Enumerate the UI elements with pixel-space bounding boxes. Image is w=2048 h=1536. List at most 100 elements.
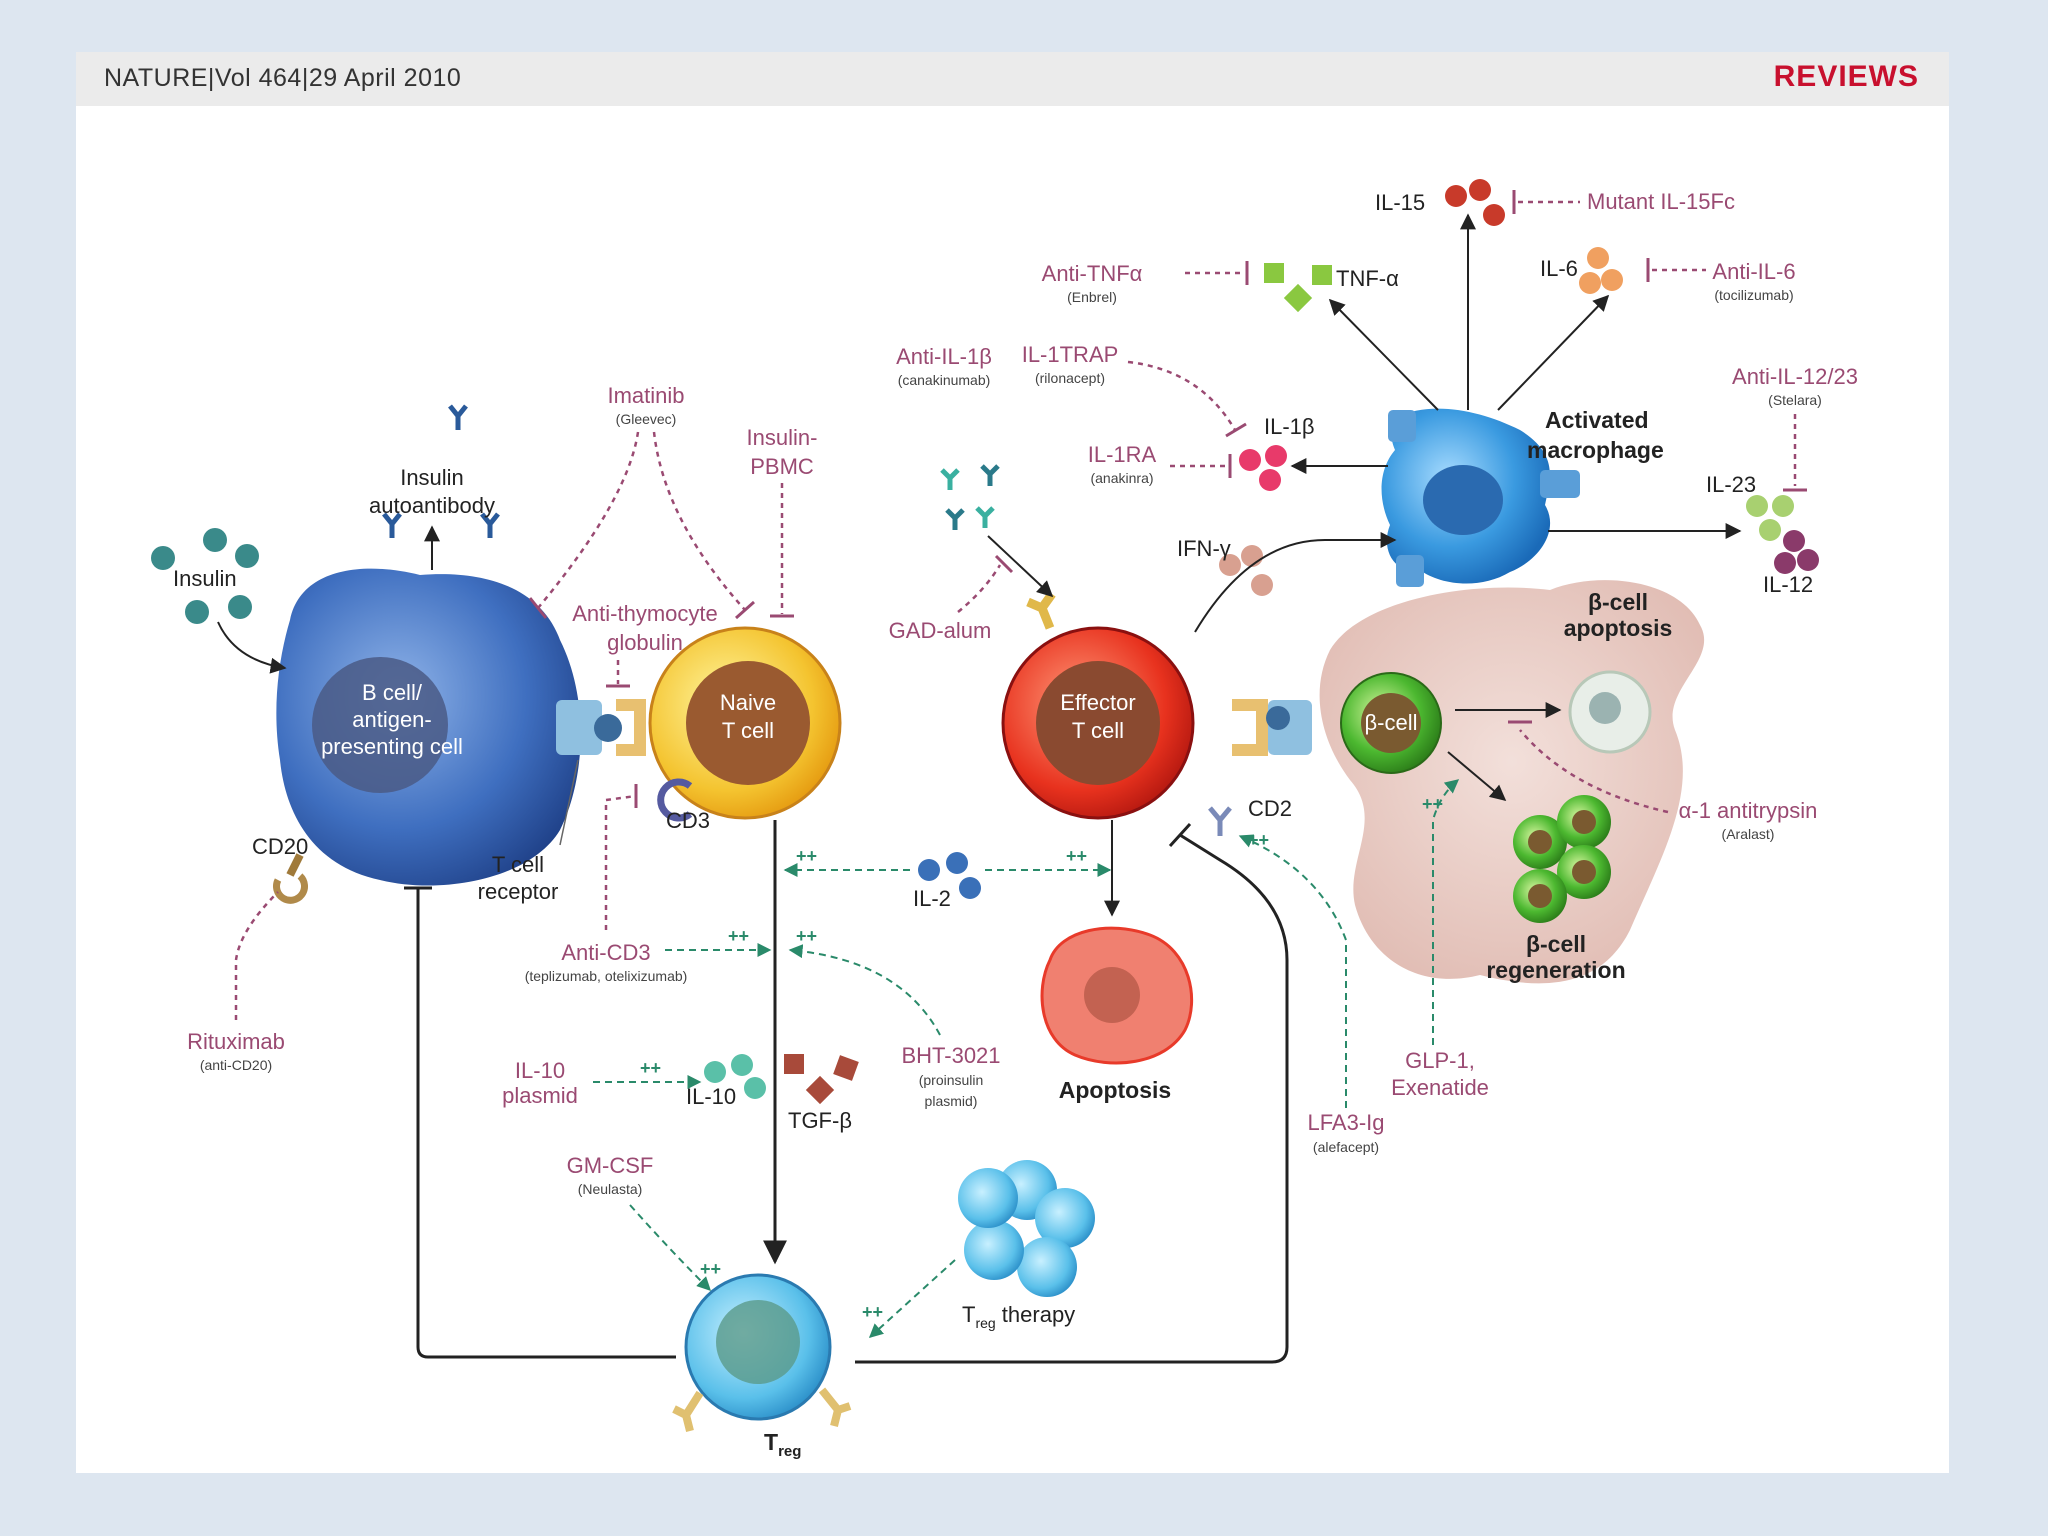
tnfa-icon: [1283, 283, 1313, 313]
naive-t-cell-label-2: T cell: [722, 718, 774, 743]
cd2-label: CD2: [1248, 796, 1292, 821]
il1ra-label: IL-1RA: [1088, 442, 1157, 467]
il6-icon: [1587, 247, 1609, 269]
apoptotic-fragment-icon: [1589, 692, 1621, 724]
gad-alum-label: GAD-alum: [889, 618, 992, 643]
insulin-arrow: [217, 621, 287, 674]
il15-icon: [1445, 185, 1467, 207]
b-cell-label-2: antigen-: [352, 707, 432, 732]
il1trap-label: IL-1TRAP: [1022, 342, 1119, 367]
treg-therapy-cell-icon: [1035, 1188, 1095, 1248]
macrophage-label-2: macrophage: [1527, 437, 1664, 463]
ifng-label: IFN-γ: [1177, 536, 1231, 561]
il6-arrow: [1497, 294, 1610, 411]
b-cell-label-1: B cell/: [362, 680, 423, 705]
bht3021-label: BHT-3021: [901, 1043, 1000, 1068]
anti-il1223-brand: (Stelara): [1768, 392, 1822, 408]
atg-label-1: Anti-thymocyte: [572, 601, 718, 626]
insulin-pbmc-label-1: Insulin-: [747, 425, 818, 450]
il6-icon: [1601, 269, 1623, 291]
insulin-autoantibodies: Insulin autoantibody: [369, 404, 500, 570]
tnfa-icon: [1264, 263, 1284, 283]
lfa3ig-plus: ++: [1248, 830, 1269, 850]
nucleus-icon: [1528, 830, 1552, 854]
beta-regeneration-label-1: β-cell: [1526, 931, 1586, 957]
il10-icon: [744, 1077, 766, 1099]
tcr-label-2: receptor: [478, 879, 559, 904]
il2-icon: [946, 852, 968, 874]
il1trap-brand: (rilonacept): [1035, 370, 1105, 386]
treg-therapy-cell-icon: [1017, 1237, 1077, 1297]
section-label: REVIEWS: [1773, 60, 1919, 93]
lfa3ig-brand: (alefacept): [1313, 1139, 1379, 1155]
treg-label-base: T: [764, 1429, 778, 1455]
beta-cell-label: β-cell: [1365, 710, 1418, 735]
treg-therapy-plus: ++: [862, 1302, 883, 1322]
il15-label: IL-15: [1375, 190, 1425, 215]
il12-icon: [1797, 549, 1819, 571]
mutant-il15fc-label: Mutant IL-15Fc: [1587, 189, 1735, 214]
atg-label-2: globulin: [607, 630, 683, 655]
macrophage-receptor-icon: [1540, 470, 1580, 498]
effector-t-cell-nucleus: [1036, 661, 1160, 785]
gad-arrow: [987, 535, 1054, 598]
cd20-receptor-icon: [273, 873, 308, 904]
tnfa-icon: [1312, 265, 1332, 285]
treg-cell: Treg: [672, 1273, 852, 1460]
gmcsf-arrow: [629, 1204, 711, 1291]
treg-therapy-sub: reg: [975, 1315, 995, 1331]
treg-therapy-arrow: [868, 1259, 956, 1338]
ifng-icon: [1241, 545, 1263, 567]
imatinib-inhibit-b-bar: [528, 597, 548, 619]
il2-group: IL-2 ++ ++: [783, 846, 1112, 911]
a1-antitrypsin-brand: (Aralast): [1722, 826, 1775, 842]
mhc-icon: [556, 700, 602, 755]
pancreatic-tissue: β-cell β-cell apoptosis β-cell regenerat…: [1319, 580, 1705, 984]
autoantibody-label-2: autoantibody: [369, 493, 495, 518]
beta-apoptosis-label-2: apoptosis: [1564, 615, 1673, 641]
il23-label: IL-23: [1706, 472, 1756, 497]
glp1-arrow: [1432, 779, 1460, 1045]
b-cell: B cell/ antigen- presenting cell: [273, 568, 646, 904]
apoptotic-nucleus-icon: [1084, 967, 1140, 1023]
anti-il1b-brand: (canakinumab): [898, 372, 991, 388]
effector-t-cell-label-1: Effector: [1060, 690, 1135, 715]
cytokines: IL-15 TNF-α IL-6 IL-1β IFN-γ IL-23 IL-12: [1177, 179, 1819, 597]
effector-t-cell-label-2: T cell: [1072, 718, 1124, 743]
tcr-label-1: T cell: [492, 852, 544, 877]
il12-icon: [1783, 530, 1805, 552]
nucleus-icon: [1528, 884, 1552, 908]
il15-icon: [1483, 204, 1505, 226]
anti-cd3-brand: (teplizumab, otelixizumab): [525, 968, 688, 984]
beta-regeneration-arrow: [1447, 751, 1507, 802]
naive-t-cell: Naive T cell CD3: [648, 626, 842, 833]
treg-therapy-cell-icon: [958, 1168, 1018, 1228]
glp1-plus: ++: [1422, 794, 1443, 814]
il12-icon: [1774, 552, 1796, 574]
gmcsf-brand: (Neulasta): [578, 1181, 643, 1197]
treg-receptor-icon: [672, 1390, 704, 1432]
treg-label: Treg: [764, 1429, 801, 1460]
il1b-label: IL-1β: [1264, 414, 1315, 439]
cd20-stalk: [286, 853, 304, 877]
il23-icon: [1772, 495, 1794, 517]
effector-t-cell: Effector T cell CD2: [1001, 591, 1312, 836]
gad-alum-inhibit-bar: [994, 554, 1014, 574]
a1-antitrypsin-label: α-1 antitrypsin: [1679, 798, 1818, 823]
nucleus-icon: [1572, 810, 1596, 834]
lfa3ig-arrow: [1238, 834, 1347, 1108]
il12-label: IL-12: [1763, 572, 1813, 597]
gmcsf-plus: ++: [700, 1259, 721, 1279]
il10-label: IL-10: [686, 1084, 736, 1109]
tnfa-label: TNF-α: [1336, 266, 1399, 291]
bht3021-brand-2: plasmid): [925, 1093, 978, 1109]
imatinib-label: Imatinib: [607, 383, 684, 408]
macrophage-nucleus: [1423, 465, 1503, 535]
b-cell-nucleus: [312, 657, 448, 793]
il6-label: IL-6: [1540, 256, 1578, 281]
il10-icon: [731, 1054, 753, 1076]
antibody-icon: [448, 404, 468, 430]
glp1-label-2: Exenatide: [1391, 1075, 1489, 1100]
insulin-molecule-icon: [185, 600, 209, 624]
antibody-icon: [975, 506, 995, 528]
